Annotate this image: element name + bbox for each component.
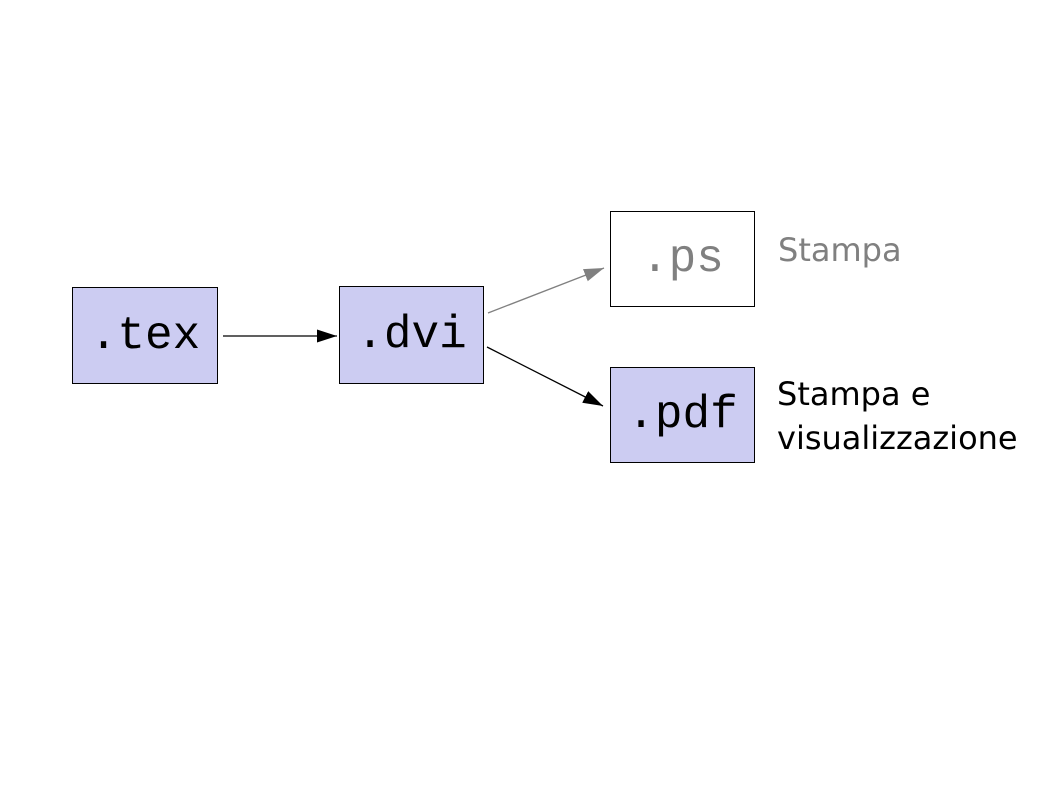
node-dvi-label: .dvi — [356, 309, 467, 361]
annotation-pdf-line2: visualizzazione — [777, 419, 1018, 457]
arrow-dvi-to-ps — [487, 267, 605, 314]
node-tex-label: .tex — [89, 309, 201, 362]
node-ps: .ps — [610, 211, 755, 307]
node-pdf-label: .pdf — [627, 389, 738, 441]
arrow-dvi-to-pdf — [486, 346, 604, 407]
annotation-pdf-line1: Stampa e — [777, 375, 931, 413]
node-pdf: .pdf — [610, 367, 755, 463]
node-dvi: .dvi — [339, 286, 484, 384]
node-ps-label: .ps — [641, 233, 724, 285]
annotation-ps: Stampa — [778, 228, 902, 272]
node-tex: .tex — [72, 287, 218, 384]
annotation-ps-line1: Stampa — [778, 231, 902, 269]
annotation-pdf: Stampa e visualizzazione — [777, 372, 1018, 460]
